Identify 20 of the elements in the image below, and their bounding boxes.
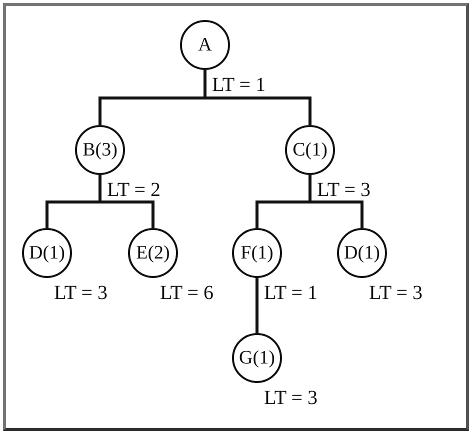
node-label: C(1) [292,140,328,160]
node-label: D(1) [344,244,380,262]
connector-line [256,278,258,333]
lead-time-label: LT = 6 [160,283,214,303]
connector-line [204,70,312,125]
node-label: F(1) [240,244,274,262]
connector-line [308,175,364,228]
lead-time-label: LT = 1 [212,75,266,95]
node-label: A [198,36,212,54]
node-label: E(2) [136,244,170,262]
connector-line [98,175,154,228]
node-label: D(1) [29,244,65,262]
node-label: G(1) [239,348,275,368]
lead-time-label: LT = 3 [369,283,423,303]
lead-time-label: LT = 3 [317,180,371,200]
node-label: B(3) [82,140,118,160]
lead-time-label: LT = 2 [107,180,161,200]
lead-time-label: LT = 3 [264,388,318,408]
lead-time-label: LT = 3 [54,283,108,303]
lead-time-label: LT = 1 [264,283,318,303]
